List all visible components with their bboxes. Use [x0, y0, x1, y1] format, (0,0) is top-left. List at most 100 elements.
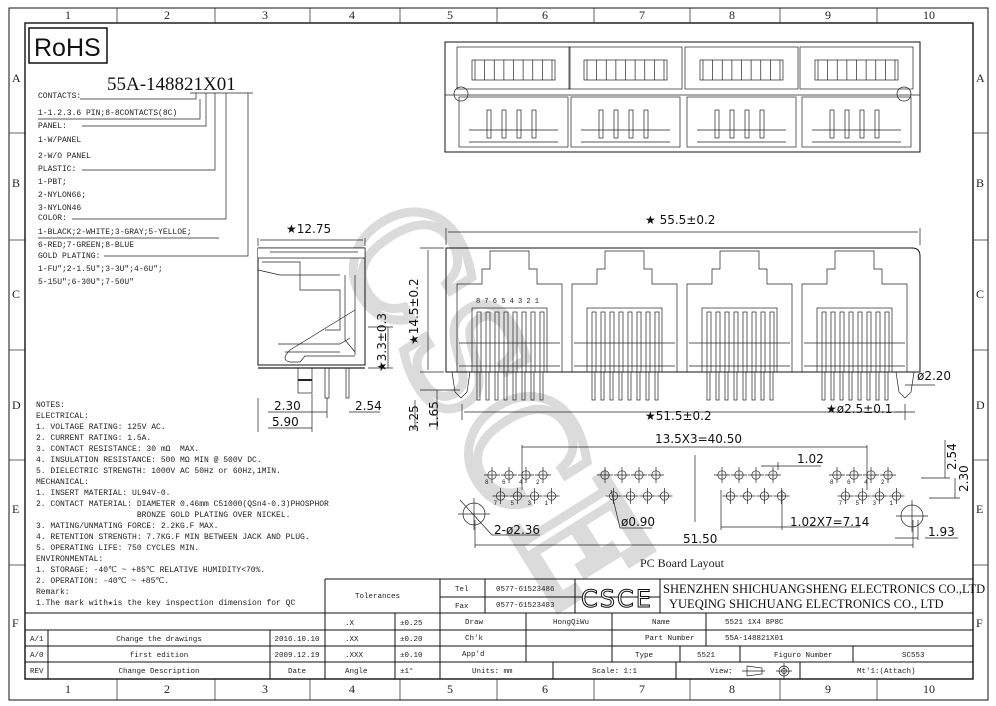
pin-number: 6: [502, 479, 506, 486]
side-height-dim: ★3.3±0.3: [375, 313, 389, 372]
note-line: NOTES:: [36, 401, 65, 410]
pin-hole-crosshair: [639, 488, 656, 504]
pcb-pin: [839, 371, 844, 401]
note-line: BRONZE GOLD PLATING OVER NICKEL.: [36, 511, 290, 520]
pcb-peg-span: 51.50: [683, 532, 717, 546]
part-options: CONTACTS:1-1.2.3.6 PIN;8-8CONTACTS(8C)PA…: [38, 92, 192, 287]
contact-blade: [609, 311, 615, 373]
option-line: 1-1.2.3.6 PIN;8-8CONTACTS(8C): [38, 109, 177, 118]
jack-top-lower: [801, 96, 912, 148]
revision-description: first edition: [130, 652, 189, 660]
contact-blade: [636, 311, 642, 373]
option-line: 5-15U";6-30U";7-50U": [38, 278, 134, 287]
column-label: 2: [164, 682, 170, 696]
pin-hole-crosshair: [622, 488, 639, 504]
revision-description: Change Description: [118, 668, 199, 676]
revision-description: Change the drawings: [116, 636, 202, 644]
pcb-pin: [485, 371, 490, 401]
contact-blade: [627, 311, 633, 373]
pin-number: 7: [494, 500, 498, 507]
pin-hole-crosshair: [631, 467, 647, 483]
jack-opening: [571, 250, 678, 372]
option-line: 1-BLACK;2-WHITE;3-GRAY;5-YELLOE;: [38, 228, 192, 237]
jack-top-pin: [516, 109, 522, 139]
option-line: 6-RED;7-GREEN;8-BLUE: [38, 241, 134, 250]
column-label: 10: [923, 8, 935, 22]
pcb-pin: [600, 371, 605, 401]
pin-hole-crosshair: [888, 488, 905, 504]
pcb-pin: [884, 371, 889, 401]
jack-line: [574, 342, 675, 367]
column-label: 1: [65, 8, 71, 22]
scale-label: Scale: 1:1: [592, 668, 638, 676]
jack-opening: [686, 250, 793, 372]
pin-number: 3: [528, 500, 532, 507]
option-line: 1-FU";2-1.5U";3-3U";4-6U";: [38, 265, 163, 274]
tolerance-value: ±0.20: [400, 636, 423, 644]
pin-hole-crosshair: [509, 488, 526, 504]
column-label: 6: [542, 8, 548, 22]
top-view-outline: [444, 41, 921, 153]
row-label: F: [976, 616, 983, 630]
note-line: 2. CONTACT MATERIAL: DIAMETER 0.46mm C51…: [36, 500, 329, 509]
option-line: 3-NYLON46: [38, 204, 81, 213]
pcb-pin: [591, 371, 596, 401]
pcb-pin: [769, 371, 774, 401]
column-label: 1: [65, 682, 71, 696]
jack-top-pin: [628, 109, 634, 139]
side-d3-dim: 5.90: [272, 415, 299, 429]
tolerance-key: .X: [345, 620, 355, 628]
pcb-pin: [539, 371, 544, 401]
jack-top-pin: [613, 109, 619, 139]
pin-hole-crosshair: [492, 488, 509, 504]
pin-hole-crosshair: [756, 488, 773, 504]
units-label: Units: mm: [472, 668, 513, 676]
notes: NOTES:ELECTRICAL:1. VOLTAGE RATING: 125V…: [36, 401, 329, 608]
side-width-dim: ★12.75: [286, 222, 331, 236]
tel-value: 0577-61523486: [496, 586, 555, 594]
note-line: ELECTRICAL:: [36, 412, 89, 421]
top-view: [444, 41, 921, 153]
column-label: 8: [729, 8, 735, 22]
pin-hole-crosshair: [714, 467, 730, 483]
jack-line: [804, 342, 905, 367]
column-label: 4: [349, 8, 355, 22]
tolerance-value: ±0.10: [400, 652, 423, 660]
revision-date: 2009.12.19: [274, 652, 319, 660]
part-code: 55A-148821X01: [107, 74, 236, 95]
pcb-pin: [715, 371, 720, 401]
note-line: ENVIRONMENTAL:: [36, 555, 103, 564]
jack-top-pin: [598, 109, 604, 139]
front-pin-numbers: 8 7 6 5 4 3 2 1: [476, 298, 539, 306]
front-peg-dim: ø2.20: [917, 369, 951, 383]
pin-hole-crosshair: [605, 488, 622, 504]
row-label: A: [12, 71, 21, 85]
pin-number: 7: [839, 500, 843, 507]
column-label: 5: [447, 8, 453, 22]
name-value: 5521 1X4 8P8C: [725, 619, 784, 627]
contact-blade: [769, 311, 775, 373]
peg-circle: [453, 86, 469, 102]
side-view: [257, 238, 393, 432]
contact-blade: [839, 311, 845, 373]
note-line: 4. INSULATION RESISTANCE: 500 MΩ MIN @ 5…: [36, 456, 262, 465]
pcb-pin: [627, 371, 632, 401]
pcb-pin: [724, 371, 729, 401]
jack-line: [689, 342, 790, 367]
jack-top-base: [812, 129, 901, 143]
column-label: 3: [262, 8, 268, 22]
rohs-box: [28, 27, 108, 64]
contact-window: [816, 307, 893, 373]
peg-hole-crosshair: [458, 498, 490, 530]
contact-blade: [821, 311, 827, 373]
pin-hole-crosshair: [526, 488, 543, 504]
column-label: 7: [639, 682, 645, 696]
revision-id: REV: [30, 668, 44, 676]
front-width-dim: ★ 55.5±0.2: [645, 213, 715, 227]
pcb-pin: [706, 371, 711, 401]
rohs-label: RoHS: [34, 34, 101, 62]
option-line: 1-PBT;: [38, 178, 67, 187]
contact-blade: [724, 311, 730, 373]
jack-top-pin: [759, 109, 765, 139]
